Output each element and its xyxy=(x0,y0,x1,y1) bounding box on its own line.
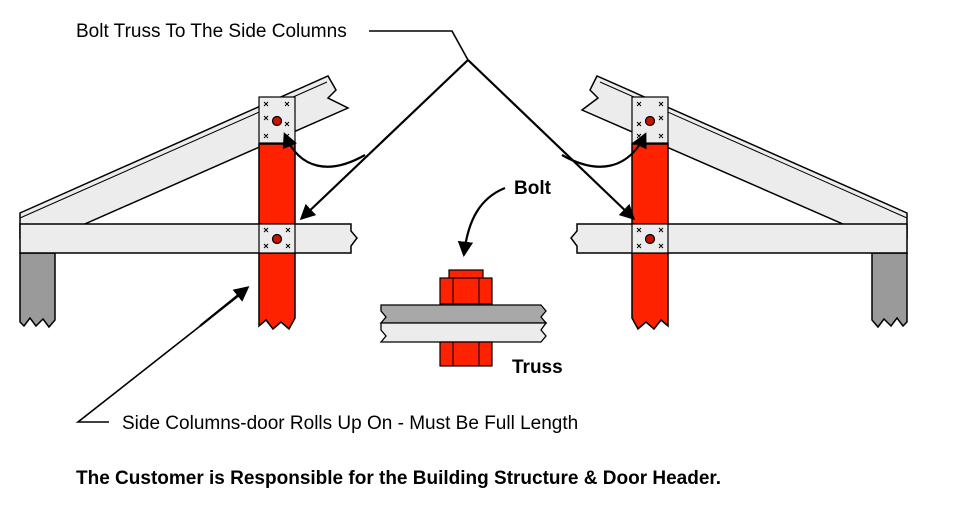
bolt-truss-layer-upper xyxy=(379,304,548,324)
left-bottom-chord xyxy=(19,223,358,254)
leader-lines xyxy=(75,30,647,423)
footer-note: The Customer is Responsible for the Buil… xyxy=(76,468,721,489)
label-bolt-truss: Bolt Truss To The Side Columns xyxy=(76,21,347,42)
label-truss: Truss xyxy=(512,357,563,378)
bolt-truss-layer-lower xyxy=(379,322,548,343)
left-curved-arrow xyxy=(282,132,366,168)
left-support-post xyxy=(19,252,56,329)
bolt-detail xyxy=(379,269,548,367)
bolt-truss-arrow-left xyxy=(299,59,469,221)
label-side-columns: Side Columns-door Rolls Up On - Must Be … xyxy=(122,413,578,434)
right-support-post xyxy=(871,252,908,329)
right-bottom-chord xyxy=(570,223,908,254)
bolt-truss-leader xyxy=(369,30,469,61)
label-bolt: Bolt xyxy=(514,178,552,199)
bolt-truss-arrow-right xyxy=(467,59,636,221)
right-truss-assembly xyxy=(570,75,908,331)
right-curved-arrow xyxy=(561,132,647,168)
right-upper-bolt-hole xyxy=(644,115,656,127)
bolt-nut-bottom xyxy=(439,341,493,367)
left-truss-assembly xyxy=(19,75,358,331)
bolt-nut-top xyxy=(439,277,493,305)
right-lower-bolt-hole xyxy=(644,233,656,245)
left-upper-bolt-hole xyxy=(271,115,283,127)
right-top-chord xyxy=(580,75,908,239)
left-lower-bolt-hole xyxy=(271,233,283,245)
bolt-arrow xyxy=(457,186,506,258)
side-columns-leader xyxy=(75,289,247,423)
